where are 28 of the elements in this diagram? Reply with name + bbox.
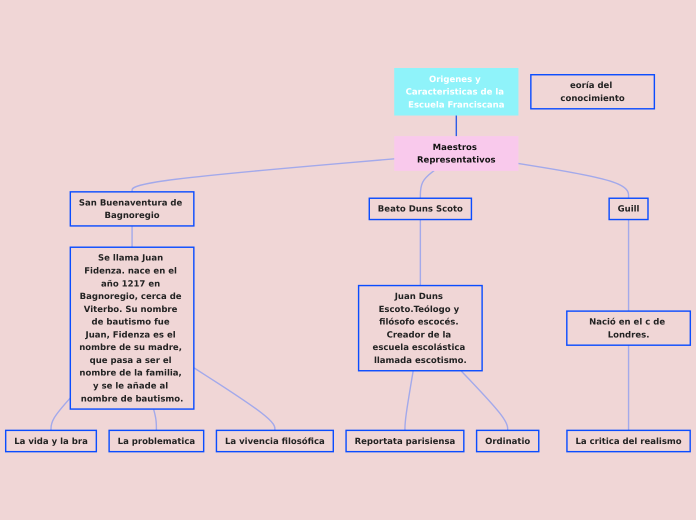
connector bbox=[152, 408, 158, 430]
node-box: Maestros Representativos bbox=[394, 136, 518, 171]
node-box: Origenes y Caracteristicas de la Escuela Franciscana bbox=[394, 68, 518, 116]
connector bbox=[628, 345, 630, 430]
connector bbox=[518, 162, 630, 198]
node-box: Reportata parisiensa bbox=[345, 430, 465, 452]
node-box: Ordinatio bbox=[476, 430, 540, 452]
connector bbox=[420, 170, 435, 198]
connector bbox=[50, 397, 71, 430]
connector bbox=[420, 220, 422, 286]
connector bbox=[460, 370, 508, 430]
node-box: La problematica bbox=[108, 430, 204, 452]
node-box: La vida y la bra bbox=[4, 430, 98, 452]
node-box: Nació en el c de Londres. bbox=[566, 310, 692, 346]
connector bbox=[456, 115, 458, 136]
connector bbox=[131, 226, 133, 248]
connector bbox=[404, 370, 414, 430]
node-box: Beato Duns Scoto bbox=[368, 198, 472, 220]
node-box: La critica del realismo bbox=[566, 430, 691, 452]
connector bbox=[131, 158, 395, 192]
node-box: Juan Duns Escoto.Teólogo y filósofo escocés. Creador de la escuela escolástica llamada escotismo. bbox=[358, 284, 483, 372]
node-box: Se llama Juan Fidenza. nace en el año 1217 en Bagnoregio, cerca de Viterbo. Su nombre de bautismo fue Juan, Fidenza es el nombre de su madre, que pasa a ser el nombre de la familia, y se le añade al nombre de bautismo. bbox=[70, 246, 195, 410]
connector bbox=[193, 367, 276, 430]
node-box: San Buenaventura de Bagnoregio bbox=[70, 191, 195, 227]
node-box: eoría del conocimiento bbox=[530, 74, 656, 110]
node-box: Guill bbox=[608, 198, 649, 220]
connector bbox=[628, 220, 630, 312]
node-box: La vivencia filosófica bbox=[216, 430, 334, 452]
